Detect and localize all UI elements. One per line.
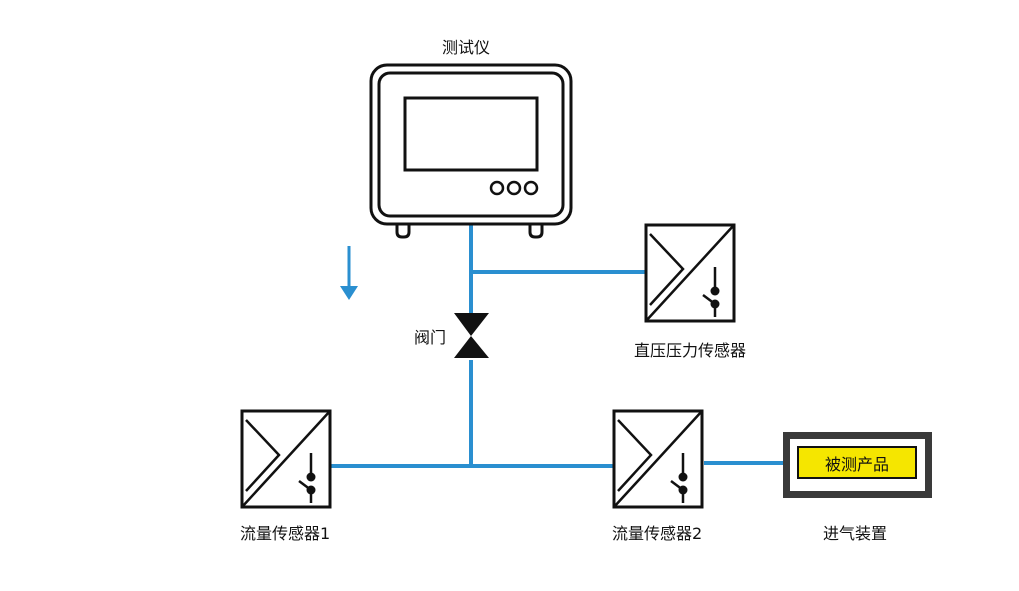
flow-sensor-2-label: 流量传感器2 bbox=[612, 524, 703, 543]
flow-sensor-2-icon bbox=[612, 409, 704, 509]
tester-button bbox=[506, 180, 522, 196]
arrow-down-icon bbox=[340, 246, 358, 300]
product-box: 被测产品 bbox=[797, 446, 917, 479]
tester-label: 测试仪 bbox=[442, 38, 491, 57]
tester-button bbox=[523, 180, 539, 196]
flow-sensor-1-label: 流量传感器1 bbox=[240, 524, 331, 543]
product-label: 被测产品 bbox=[824, 454, 889, 474]
tester-screen bbox=[403, 96, 539, 172]
tester-device-icon bbox=[369, 63, 573, 239]
intake-label: 进气装置 bbox=[823, 524, 888, 543]
valve-icon bbox=[454, 313, 489, 358]
pressure-sensor-icon bbox=[644, 223, 736, 323]
pipe-network bbox=[330, 224, 785, 468]
flow-sensor-1-icon bbox=[240, 409, 332, 509]
tester-button bbox=[489, 180, 505, 196]
pressure-sensor-label: 直压压力传感器 bbox=[634, 341, 747, 360]
valve-label: 阀门 bbox=[414, 328, 447, 347]
